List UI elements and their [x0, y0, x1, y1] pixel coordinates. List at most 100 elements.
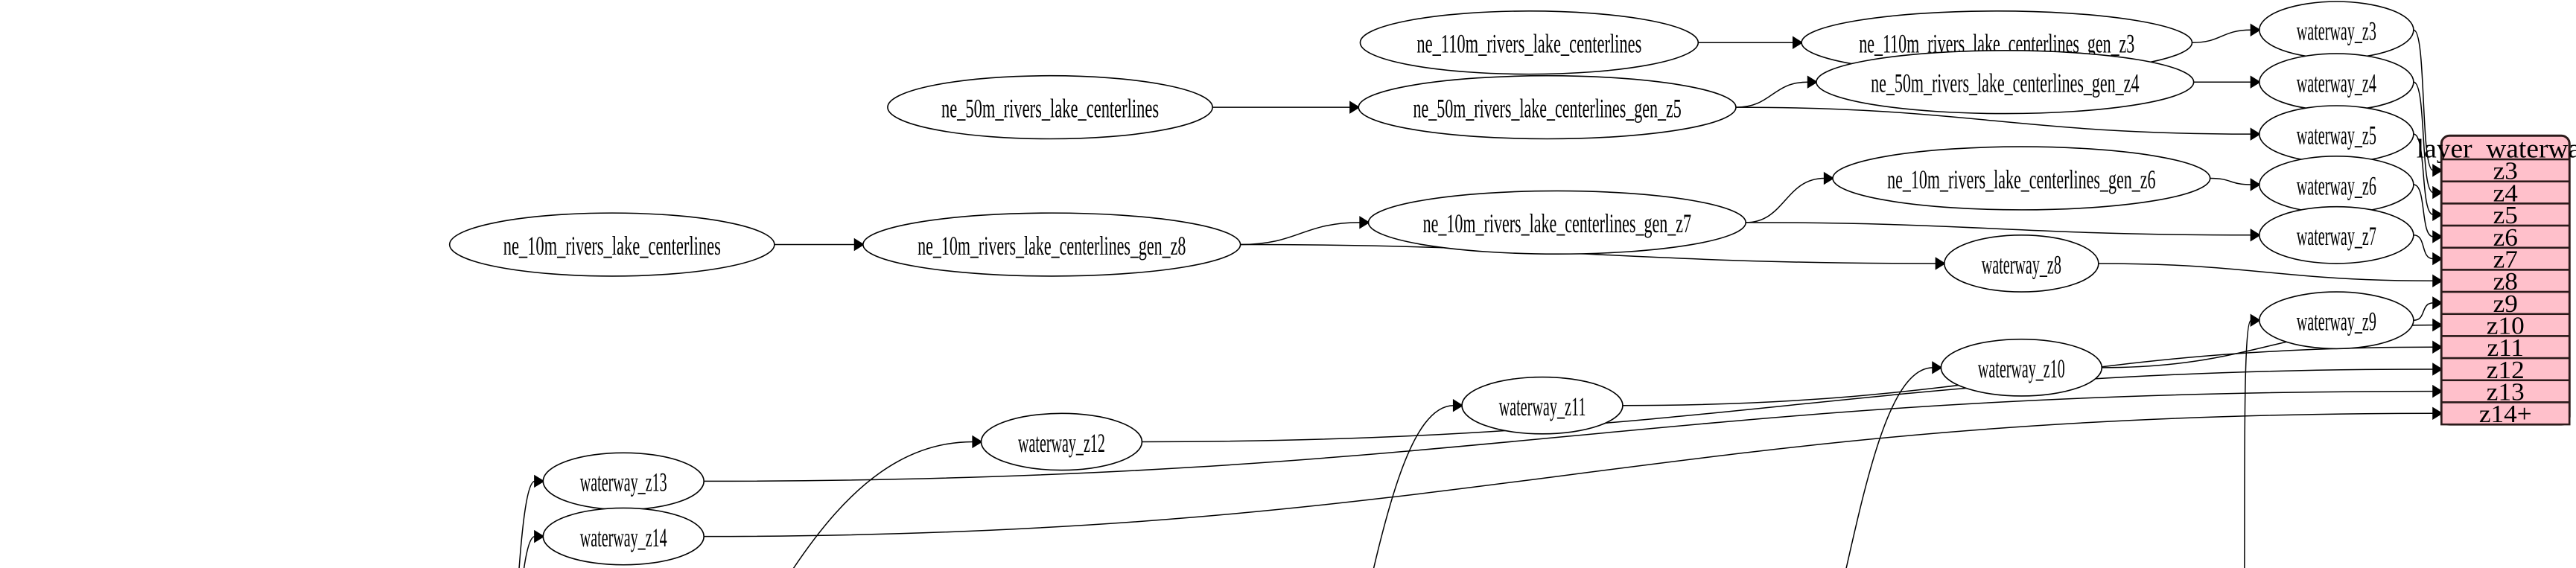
graph-node-ww_z10[interactable]: waterway_z10 [1941, 339, 2102, 396]
graph-edge [2192, 23, 2261, 42]
graph-edge [1212, 100, 1361, 114]
edge-arrowhead [2432, 363, 2443, 376]
node-shape [863, 213, 1241, 276]
record-row-label: z8 [2493, 268, 2518, 296]
edge-line [704, 392, 2433, 482]
edge-arrowhead [2432, 384, 2443, 398]
record-row[interactable] [2440, 269, 2571, 293]
record-row-label: z4 [2493, 179, 2518, 207]
record-node-layer: layer_waterwayz3z4z5z6z7z8z9z10z11z12z13… [2417, 133, 2576, 428]
record-row[interactable] [2440, 401, 2571, 426]
edge-arrowhead [2432, 274, 2443, 287]
graph-node-ww_z5[interactable]: waterway_z5 [2259, 106, 2414, 162]
edge-arrowhead [2432, 230, 2443, 243]
node-label: ne_50m_rivers_lake_centerlines_gen_z4 [1871, 68, 2139, 98]
edge-arrowhead [1349, 100, 1361, 114]
record-row-label: z3 [2493, 157, 2518, 185]
edge-arrowhead [534, 474, 545, 488]
record-node-layer-waterway[interactable]: layer_waterwayz3z4z5z6z7z8z9z10z11z12z13… [2417, 133, 2576, 428]
node-shape [450, 213, 775, 276]
edge-arrowhead [2432, 208, 2443, 221]
node-shape [543, 508, 704, 564]
record-row[interactable] [2440, 313, 2571, 337]
edge-line [2238, 320, 2251, 568]
record-row[interactable] [2440, 158, 2571, 183]
nodes-layer: imposm3osm_waterway_linestringosm_import… [0, 1, 2414, 568]
edge-arrowhead [2432, 318, 2443, 332]
edge-arrowhead [2432, 252, 2443, 266]
graph-node-ww_z14[interactable]: waterway_z14 [543, 508, 704, 564]
record-row[interactable] [2440, 246, 2571, 271]
graph-edge [704, 406, 2443, 537]
graph-node-ne50_z5[interactable]: ne_50m_rivers_lake_centerlines_gen_z5 [1358, 76, 1736, 139]
node-label: ne_50m_rivers_lake_centerlines_gen_z5 [1413, 93, 1681, 123]
record-row-label: z7 [2493, 246, 2518, 273]
graph-node-ne10_z7[interactable]: ne_10m_rivers_lake_centerlines_gen_z7 [1368, 191, 1746, 254]
node-shape [1833, 147, 2210, 210]
graph-edge [489, 474, 545, 568]
node-label: waterway_z7 [2297, 221, 2376, 251]
edge-arrowhead [1359, 216, 1370, 229]
node-label: ne_10m_rivers_lake_centerlines [503, 230, 721, 260]
graph-edge [2414, 296, 2443, 320]
edge-arrowhead [1932, 361, 1943, 374]
graph-node-ne110[interactable]: ne_110m_rivers_lake_centerlines [1360, 11, 1698, 74]
record-row[interactable] [2440, 202, 2571, 227]
graph-node-ne10_z6[interactable]: ne_10m_rivers_lake_centerlines_gen_z6 [1833, 147, 2210, 210]
graph-node-ww_z4[interactable]: waterway_z4 [2259, 54, 2414, 110]
node-label: waterway_z14 [580, 523, 667, 552]
graph-node-ww_z7[interactable]: waterway_z7 [2259, 207, 2414, 264]
graph-node-ww_z6[interactable]: waterway_z6 [2259, 156, 2414, 213]
node-label: waterway_z10 [1978, 354, 2065, 383]
graph-node-ww_z3[interactable]: waterway_z3 [2259, 1, 2414, 58]
node-shape [982, 413, 1142, 470]
node-label: waterway_z3 [2297, 16, 2376, 45]
graph-node-ne50_z4[interactable]: ne_50m_rivers_lake_centerlines_gen_z4 [1816, 51, 2194, 114]
edge-arrowhead [2250, 75, 2261, 89]
edge-line [2414, 30, 2433, 170]
graph-edge [2414, 82, 2443, 200]
node-label: ne_10m_rivers_lake_centerlines_gen_z8 [917, 230, 1186, 260]
graph-node-ww_z9[interactable]: waterway_z9 [2259, 292, 2414, 348]
graph-edge [1746, 223, 2261, 242]
edge-line [704, 413, 2433, 536]
node-label: ne_10m_rivers_lake_centerlines_gen_z6 [1887, 164, 2155, 194]
edge-line [1758, 368, 1933, 568]
node-label: ne_50m_rivers_lake_centerlines [941, 93, 1159, 123]
edge-arrowhead [2432, 164, 2443, 177]
graph-node-ne10[interactable]: ne_10m_rivers_lake_centerlines [450, 213, 775, 276]
graph-edge [1758, 361, 1943, 568]
graph-node-ww_z11[interactable]: waterway_z11 [1462, 377, 1623, 434]
edge-arrowhead [1807, 75, 1818, 89]
record-row[interactable] [2440, 290, 2571, 316]
graph-node-ww_z13[interactable]: waterway_z13 [543, 453, 704, 509]
graph-edge [1736, 107, 2261, 141]
edge-line [2099, 264, 2433, 281]
record-row[interactable] [2440, 335, 2571, 360]
edge-arrowhead [2250, 229, 2261, 242]
record-row-label: z11 [2487, 334, 2524, 362]
node-label: waterway_z9 [2297, 306, 2376, 336]
node-label: waterway_z12 [1018, 427, 1105, 457]
record-row-label: z6 [2493, 223, 2518, 251]
node-shape [888, 76, 1212, 139]
record-row-label: z10 [2487, 312, 2525, 339]
edge-arrowhead [2432, 340, 2443, 354]
record-row-label: z13 [2487, 378, 2525, 406]
node-shape [1358, 76, 1736, 139]
record-row[interactable] [2440, 180, 2571, 205]
graph-edge [704, 384, 2443, 482]
graph-edge [2194, 75, 2261, 89]
edge-line [1746, 178, 1825, 222]
graph-node-ne50[interactable]: ne_50m_rivers_lake_centerlines [888, 76, 1212, 139]
node-label: waterway_z6 [2297, 170, 2376, 200]
edge-arrowhead [1452, 398, 1464, 412]
graph-node-ne10_z8[interactable]: ne_10m_rivers_lake_centerlines_gen_z8 [863, 213, 1241, 276]
edge-line [2414, 235, 2433, 259]
graph-node-ww_z8[interactable]: waterway_z8 [1944, 235, 2099, 292]
graph-edge [1270, 398, 1464, 568]
node-label: waterway_z13 [580, 467, 667, 497]
edge-line [1270, 406, 1454, 568]
graph-node-ww_z12[interactable]: waterway_z12 [982, 413, 1142, 470]
